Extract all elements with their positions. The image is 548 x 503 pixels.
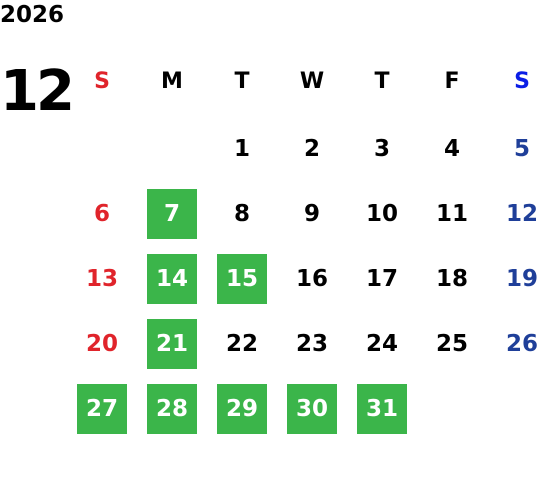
day-cell [427,384,477,434]
weekday-header-row: S M T W T F S [67,56,548,106]
day-cell: 12 [505,201,538,227]
day-cell: 22 [225,331,258,357]
day-cell: 6 [93,201,110,227]
day-cell: 8 [233,201,250,227]
day-cell [497,384,547,434]
weekday-thursday: T [374,68,390,94]
weekday-wednesday: W [299,68,325,94]
day-cell: 25 [435,331,468,357]
day-cell: 3 [373,136,390,162]
day-cell [147,124,197,174]
day-cell: 13 [85,266,118,292]
day-cell-highlighted: 21 [147,319,197,369]
day-cell: 20 [85,331,118,357]
day-cell: 24 [365,331,398,357]
day-cell [77,124,127,174]
day-cell-highlighted: 29 [217,384,267,434]
day-cell: 9 [303,201,320,227]
week-row-5: 27 28 29 30 31 [67,384,548,434]
day-cell: 23 [295,331,328,357]
day-cell: 17 [365,266,398,292]
day-cell: 26 [505,331,538,357]
week-row-2: 6 7 8 9 10 11 12 [67,189,548,239]
day-cell-highlighted: 31 [357,384,407,434]
weekday-saturday: S [514,68,530,94]
day-cell-highlighted: 14 [147,254,197,304]
week-row-4: 20 21 22 23 24 25 26 [67,319,548,369]
day-cell-highlighted: 27 [77,384,127,434]
day-cell: 5 [513,136,530,162]
day-cell-highlighted: 28 [147,384,197,434]
year-label: 2026 [0,2,65,28]
week-row-1: 1 2 3 4 5 [67,124,548,174]
day-cell: 1 [233,136,250,162]
week-row-3: 13 14 15 16 17 18 19 [67,254,548,304]
day-cell: 11 [435,201,468,227]
day-cell-highlighted: 7 [147,189,197,239]
weekday-monday: M [161,68,183,94]
day-cell: 10 [365,201,398,227]
weekday-friday: F [444,68,460,94]
day-cell-highlighted: 30 [287,384,337,434]
day-cell: 19 [505,266,538,292]
weekday-tuesday: T [234,68,250,94]
day-cell: 4 [443,136,460,162]
month-number: 12 [0,59,75,124]
day-cell: 18 [435,266,468,292]
day-cell: 2 [303,136,320,162]
day-cell-highlighted: 15 [217,254,267,304]
weekday-sunday: S [94,68,110,94]
day-cell: 16 [295,266,328,292]
